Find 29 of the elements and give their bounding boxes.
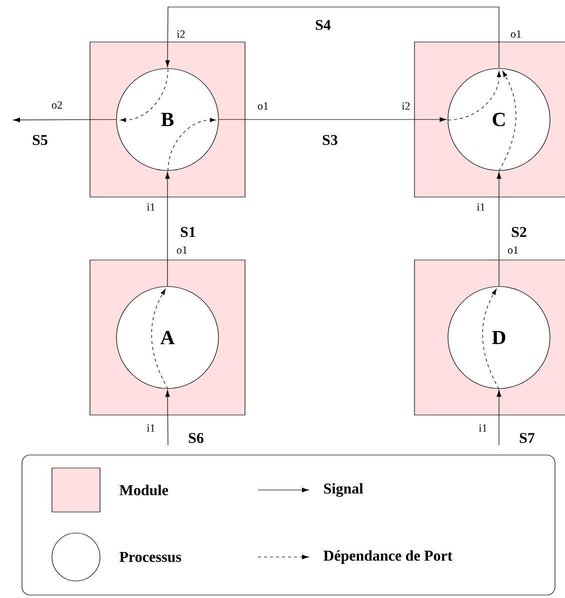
legend-label: Signal — [324, 483, 364, 497]
edge-label: S5 — [32, 134, 48, 146]
legend-label: Processus — [120, 552, 182, 562]
port-label: o1 — [510, 30, 521, 38]
port-label: i1 — [476, 203, 485, 211]
legend-label: Module — [120, 484, 168, 496]
port-label: i2 — [176, 30, 185, 38]
port-label: o1 — [508, 246, 518, 254]
signal-arrow — [496, 390, 502, 446]
port-label: o1 — [176, 246, 187, 254]
edge-label: S1 — [180, 226, 196, 238]
signal-arrow — [13, 118, 116, 122]
port-label: i1 — [146, 424, 155, 432]
signal-arrow — [165, 172, 170, 286]
legend-label: Dépendance de Port — [324, 550, 452, 564]
port-label: o2 — [52, 101, 62, 109]
port-label: i1 — [146, 203, 155, 211]
signal-arrow — [218, 117, 447, 122]
edge-label: S2 — [512, 226, 526, 238]
signal-arrow — [165, 390, 170, 446]
edge-label: S3 — [322, 134, 338, 146]
edge-label: S6 — [188, 432, 204, 444]
signal-arrow — [165, 6, 500, 68]
port-label: i2 — [402, 102, 410, 110]
signal-arrow — [496, 172, 502, 286]
port-label: i1 — [478, 424, 487, 432]
edge-label: S7 — [520, 432, 535, 444]
edge-label: S4 — [316, 20, 331, 30]
port-label: o1 — [258, 102, 268, 110]
